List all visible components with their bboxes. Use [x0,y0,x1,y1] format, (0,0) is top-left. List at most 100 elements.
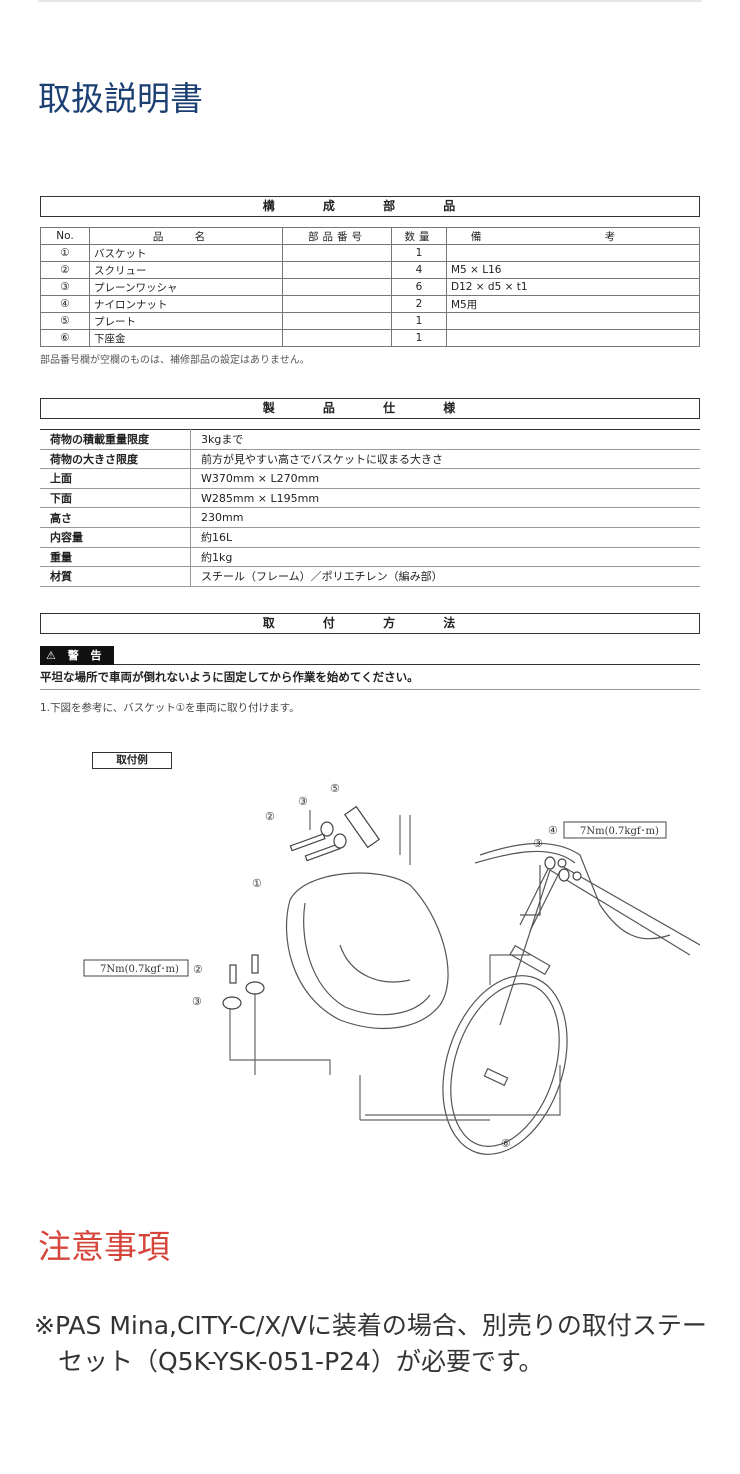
row-no: ② [40,261,90,279]
row-part-no [282,329,392,347]
bike-handlebar [479,842,671,940]
screw-icon [289,833,326,852]
spec-label: 上面 [40,468,191,489]
washer-icon [544,856,556,870]
parts-table: No. 品 名 部品番号 数量 備 考 ① バスケット 1 ② スクリュー 4 … [40,227,700,347]
screw-icon [251,954,259,974]
header-note: 備 考 [446,227,700,245]
washer-icon [558,868,570,882]
bike-wheel-inner [450,983,560,1147]
table-row: 荷物の大きさ限度前方が見やすい高さでバスケットに収まる大きさ [40,449,700,470]
row-name: プレーンワッシャ [89,278,283,296]
callout-3-right: ③ [533,837,543,850]
callout-1: ① [252,877,262,890]
section-title-manual: 取扱説明書 [38,79,203,118]
bike-frame [499,864,700,1026]
parts-table-title: 構 成 部 品 [40,196,700,217]
spec-label: 荷物の積載重量限度 [40,429,191,450]
callout-2-left: ② [193,963,203,976]
row-qty: 1 [391,244,447,262]
row-part-no [282,261,392,279]
row-no: ① [40,244,90,262]
warning-badge: ⚠ 警 告 [40,645,114,665]
torque-label-right: 7Nm(0.7kgf･m) [580,826,659,837]
callout-6: ⑥ [501,1137,511,1150]
nut-icon [572,871,582,881]
stay-plate [509,944,551,976]
torque-box-right [563,821,667,839]
row-no: ⑥ [40,329,90,347]
warning-text: 平坦な場所で車両が倒れないように固定してから作業を始めてください。 [40,669,700,690]
washer-icon [320,821,334,837]
spec-label: 荷物の大きさ限度 [40,449,191,470]
row-note: D12 × d5 × t1 [446,278,700,296]
manual-document: 構 成 部 品 No. 品 名 部品番号 数量 備 考 ① バスケット 1 ② … [40,196,700,769]
callout-2: ② [265,810,275,823]
row-part-no [282,312,392,330]
header-no: No. [40,227,90,245]
row-part-no [282,244,392,262]
spec-value: W370mm × L270mm [190,468,700,489]
table-row: 内容量約16L [40,527,700,548]
row-qty: 1 [391,329,447,347]
row-note [446,244,700,262]
screw-icon [229,964,237,984]
torque-box-left [83,959,189,977]
row-name: プレート [89,312,283,330]
notice-text: ※PAS Mina,CITY-C/X/Vに装着の場合、別売りの取付ステーセット（… [34,1311,707,1376]
install-step-1: 1.下図を参考に、バスケット①を車両に取り付けます。 [40,701,300,714]
spec-label: 高さ [40,507,191,528]
callout-5: ⑤ [330,782,340,795]
washer-icon [222,996,242,1010]
spec-value: 3kgまで [190,429,700,450]
spec-label: 材質 [40,566,191,587]
top-divider [38,0,702,2]
row-note [446,329,700,347]
table-row: ① バスケット 1 [40,244,700,262]
spec-label: 下面 [40,488,191,509]
table-row: ② スクリュー 4 M5 × L16 [40,261,700,279]
screw-icon [304,843,341,862]
row-part-no [282,278,392,296]
lower-washer-plate [483,1067,509,1087]
callout-4: ④ [548,824,558,837]
parts-table-header: No. 品 名 部品番号 数量 備 考 [40,227,700,245]
row-no: ④ [40,295,90,313]
row-qty: 6 [391,278,447,296]
spec-value: 230mm [190,507,700,528]
table-row: 重量約1kg [40,547,700,568]
row-qty: 4 [391,261,447,279]
row-name: バスケット [89,244,283,262]
plate-icon [343,805,381,849]
spec-value: W285mm × L195mm [190,488,700,509]
table-row: ⑤ プレート 1 [40,312,700,330]
row-note: M5 × L16 [446,261,700,279]
nut-icon [557,858,567,868]
table-row: ⑥ 下座金 1 [40,329,700,347]
header-name: 品 名 [89,227,283,245]
row-note: M5用 [446,295,700,313]
callout-3-left: ③ [192,995,202,1008]
washer-icon [333,833,347,849]
torque-label-left: 7Nm(0.7kgf･m) [100,964,179,975]
spec-label: 内容量 [40,527,191,548]
washer-icon [245,981,265,995]
figure-label: 取付例 [92,752,172,769]
install-title: 取 付 方 法 [40,612,700,634]
row-qty: 2 [391,295,447,313]
header-part-no: 部品番号 [282,227,392,245]
row-no: ⑤ [40,312,90,330]
header-qty: 数量 [391,227,447,245]
section-title-notes: 注意事項 [38,1227,170,1266]
basket [285,872,449,1030]
spec-value: 前方が見やすい高さでバスケットに収まる大きさ [190,449,700,470]
spec-table-title: 製 品 仕 様 [40,398,700,419]
row-name: ナイロンナット [89,295,283,313]
row-name: 下座金 [89,329,283,347]
row-qty: 1 [391,312,447,330]
